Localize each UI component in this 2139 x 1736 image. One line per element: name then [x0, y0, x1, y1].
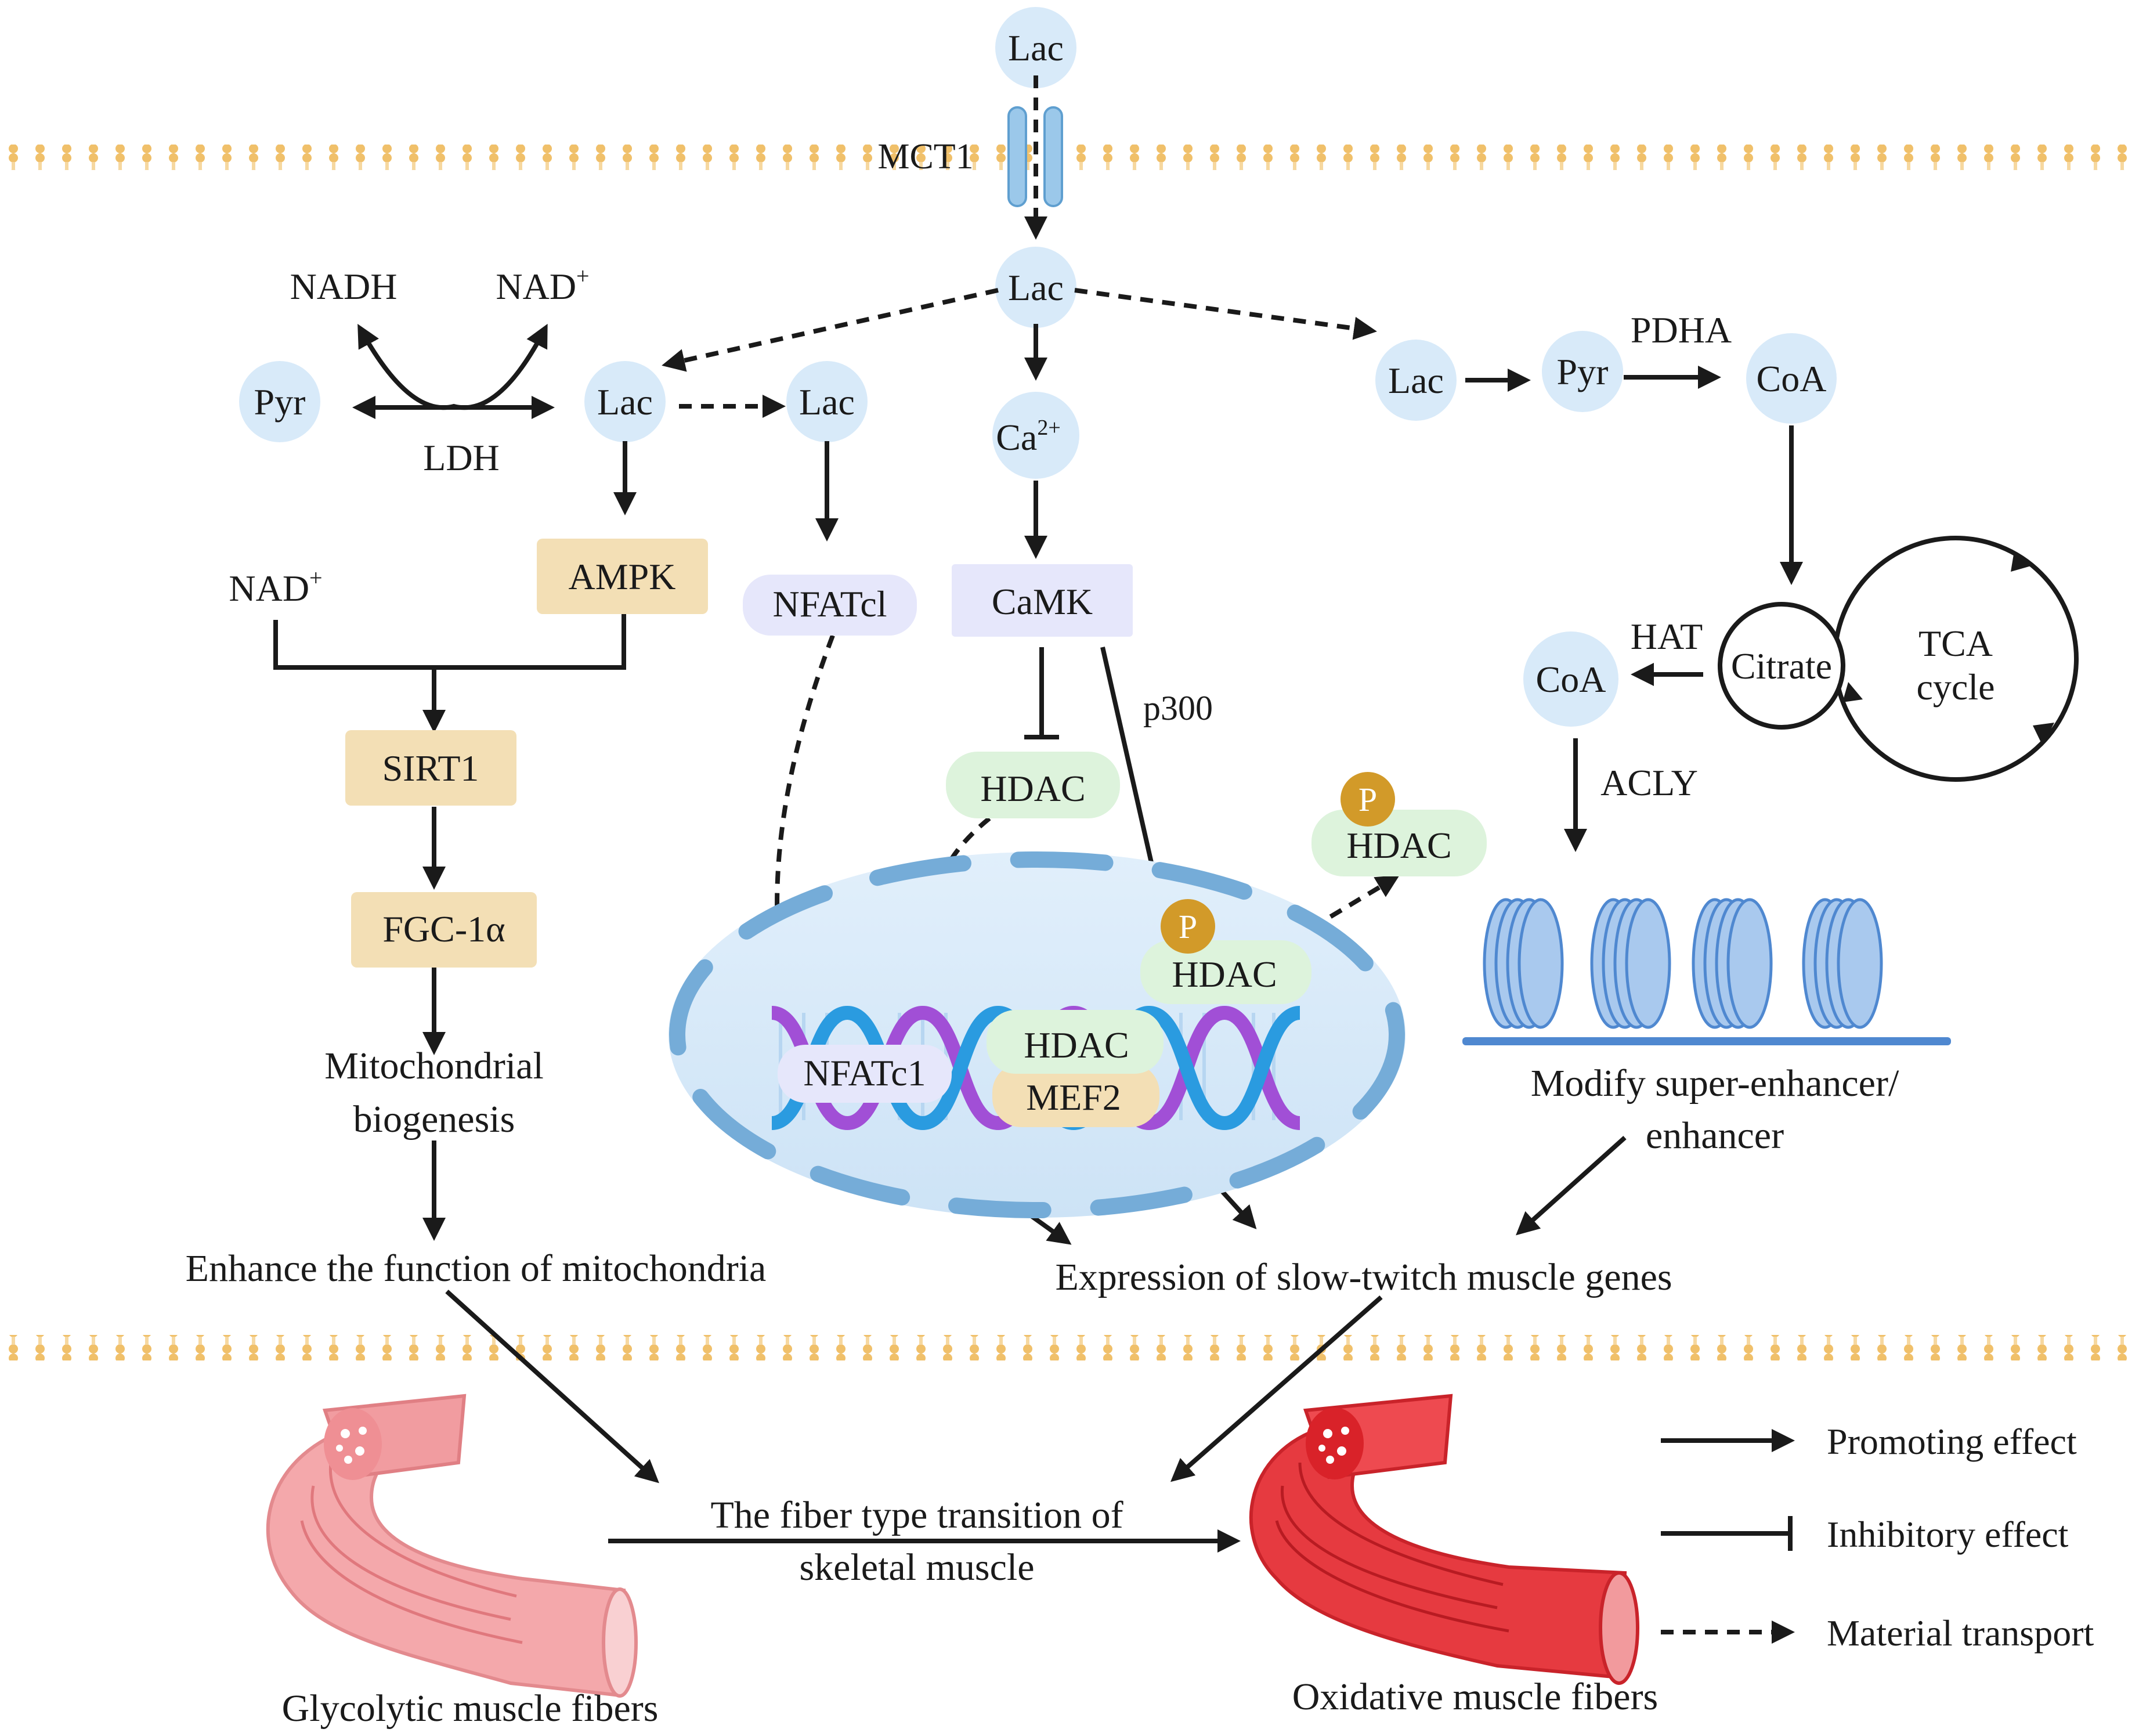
glycolytic-muscle-fiber-icon: [266, 1394, 638, 1698]
p300-label: p300: [1143, 689, 1213, 727]
svg-text:CaMK: CaMK: [992, 581, 1093, 622]
svg-text:P: P: [1358, 781, 1377, 818]
hat-label: HAT: [1631, 616, 1703, 657]
legend-inhibitory-swatch: [1661, 1516, 1793, 1551]
legend-inhibitory-label: Inhibitory effect: [1827, 1514, 2069, 1555]
hdac-cytoplasm-box: HDAC: [946, 752, 1120, 818]
nad-plus-left-label: NAD+: [229, 565, 322, 609]
phosphate-badge-icon: [1161, 899, 1215, 954]
ldh-reaction-arrows: [352, 323, 555, 419]
plasma-membrane-top: [0, 145, 2139, 170]
pyr-left-node: Pyr: [239, 361, 320, 442]
pgc1a-box: FGC-1α: [351, 892, 537, 968]
svg-text:Ca2+: Ca2+: [996, 416, 1061, 458]
svg-text:Pyr: Pyr: [254, 381, 306, 423]
svg-text:TCA: TCA: [1918, 623, 1993, 664]
svg-text:AMPK: AMPK: [569, 556, 676, 597]
nadh-label: NADH: [290, 266, 398, 307]
coa-mid-node: CoA: [1523, 631, 1618, 727]
camk-box: CaMK: [952, 564, 1133, 637]
svg-text:MEF2: MEF2: [1026, 1077, 1121, 1118]
nfatc1-cytoplasm-box: NFATcl: [743, 575, 917, 636]
svg-text:Pyr: Pyr: [1557, 351, 1609, 392]
legend-transport-label: Material transport: [1827, 1612, 2094, 1654]
mitochondrial-biogenesis-text-1: Mitochondrial: [324, 1045, 544, 1087]
svg-text:Lac: Lac: [1008, 27, 1064, 68]
svg-text:HDAC: HDAC: [980, 768, 1085, 809]
svg-text:Lac: Lac: [1008, 267, 1064, 308]
pdha-label: PDHA: [1631, 309, 1732, 351]
calcium-node: Ca2+: [992, 392, 1079, 479]
slow-twitch-expression-text: Expression of slow-twitch muscle genes: [1055, 1256, 1672, 1298]
legend-promoting-label: Promoting effect: [1827, 1421, 2077, 1462]
nad-plus-top-label: NAD+: [496, 263, 589, 307]
svg-text:CoA: CoA: [1536, 659, 1606, 700]
fiber-transition-text-1: The fiber type transition of: [710, 1494, 1123, 1536]
svg-text:NFATc1: NFATc1: [803, 1052, 926, 1093]
svg-text:Lac: Lac: [799, 381, 855, 423]
fiber-transition-text-2: skeletal muscle: [799, 1546, 1034, 1589]
svg-text:Lac: Lac: [1388, 360, 1444, 401]
svg-text:HDAC: HDAC: [1346, 825, 1451, 866]
coa-top-node: CoA: [1746, 333, 1837, 424]
lac-right-node: Lac: [1375, 340, 1457, 421]
svg-text:HDAC: HDAC: [1024, 1024, 1129, 1066]
modify-enhancer-text-1: Modify super-enhancer/: [1531, 1062, 1899, 1105]
legend: Promoting effect Inhibitory effect Mater…: [1661, 1421, 2094, 1654]
nucleosome-array-icon: [1462, 898, 1951, 1045]
lac-left-node: Lac: [584, 361, 666, 442]
phospho-hdac-outside-box: HDAC P: [1311, 772, 1487, 876]
phospho-hdac-nuclear-box: HDAC P: [1140, 899, 1311, 1004]
svg-text:SIRT1: SIRT1: [382, 748, 479, 789]
inhibitory-arrow: [1024, 647, 1059, 739]
lac-outside-node: Lac: [995, 7, 1076, 88]
mitochondrial-biogenesis-text-2: biogenesis: [353, 1098, 515, 1141]
oxidative-fibers-label: Oxidative muscle fibers: [1292, 1676, 1658, 1718]
svg-text:NFATcl: NFATcl: [773, 583, 887, 625]
mef2-box: MEF2: [992, 1063, 1159, 1127]
svg-text:HDAC: HDAC: [1172, 954, 1277, 995]
svg-text:P: P: [1179, 908, 1197, 945]
svg-text:cycle: cycle: [1917, 666, 1995, 708]
tca-cycle: Citrate TCA cycle: [1718, 536, 2079, 782]
svg-text:Lac: Lac: [597, 381, 653, 423]
acly-label: ACLY: [1600, 762, 1698, 803]
modify-enhancer-text-2: enhancer: [1646, 1114, 1784, 1157]
enhance-mitochondria-text: Enhance the function of mitochondria: [186, 1247, 767, 1290]
oxidative-muscle-fiber-icon: [1249, 1394, 1639, 1685]
mct1-label: MCT1: [877, 137, 973, 176]
promoting-arrows: [273, 324, 1803, 1553]
ampk-box: AMPK: [537, 539, 708, 614]
svg-text:FGC-1α: FGC-1α: [382, 908, 505, 950]
mct1-transporter-icon: [1007, 106, 1063, 207]
phosphate-badge-icon: [1341, 772, 1395, 827]
nfatc1-nuclear-box: NFATc1: [778, 1045, 952, 1103]
plasma-membrane-bottom: [0, 1335, 2139, 1360]
lac-inside-node: Lac: [995, 247, 1076, 328]
sirt1-box: SIRT1: [345, 730, 516, 806]
lac-nfat-node: Lac: [786, 361, 868, 442]
svg-text:Citrate: Citrate: [1731, 645, 1832, 687]
ldh-label: LDH: [423, 437, 500, 478]
hdac-mef2-bound-box: HDAC: [987, 1010, 1164, 1074]
pyr-right-node: Pyr: [1542, 331, 1623, 412]
svg-text:CoA: CoA: [1757, 358, 1827, 399]
